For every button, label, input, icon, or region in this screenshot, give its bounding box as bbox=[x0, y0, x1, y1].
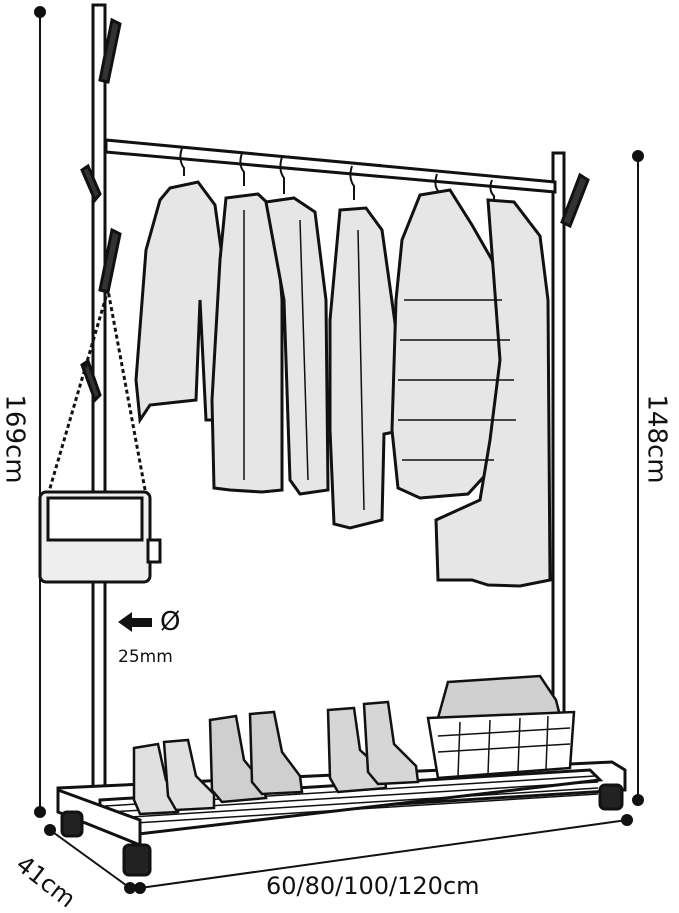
hook-left-4 bbox=[80, 358, 102, 403]
hook-left-1 bbox=[98, 17, 122, 84]
shoes bbox=[132, 700, 420, 816]
wheel-front-right bbox=[598, 783, 624, 811]
sneaker-2 bbox=[162, 738, 216, 812]
garment-coat-4 bbox=[434, 198, 552, 588]
dim-line-depth bbox=[49, 829, 131, 889]
hanging-rail bbox=[104, 138, 557, 194]
boot-4 bbox=[362, 700, 420, 786]
dim-line-width bbox=[139, 819, 628, 889]
dimension-lines bbox=[34, 6, 644, 894]
handbag-flap bbox=[46, 496, 144, 542]
left-arrow-icon bbox=[118, 612, 152, 632]
garment-coat-1 bbox=[134, 180, 230, 425]
width-label: 60/80/100/120cm bbox=[266, 872, 480, 900]
garment-coat-3 bbox=[264, 196, 330, 496]
hook-left-2 bbox=[80, 163, 102, 203]
hook-right-1 bbox=[560, 172, 590, 229]
basket-body bbox=[426, 710, 576, 780]
handbag bbox=[38, 289, 162, 584]
total-height-label: 169cm bbox=[0, 394, 30, 484]
bar-height-label: 148cm bbox=[641, 394, 672, 484]
basket bbox=[426, 674, 576, 780]
hook-left-3 bbox=[98, 227, 122, 294]
wheel-back-left bbox=[60, 810, 84, 838]
tube-diameter-label: 25mm bbox=[118, 647, 173, 667]
handbag-strap bbox=[46, 289, 148, 496]
boot-2 bbox=[248, 710, 304, 796]
diameter-symbol: Ø bbox=[160, 607, 181, 637]
wheel-front-left bbox=[122, 843, 152, 877]
hangers bbox=[179, 147, 495, 200]
garment-long-coat bbox=[328, 206, 406, 530]
left-post bbox=[91, 3, 107, 817]
garments bbox=[134, 180, 552, 588]
